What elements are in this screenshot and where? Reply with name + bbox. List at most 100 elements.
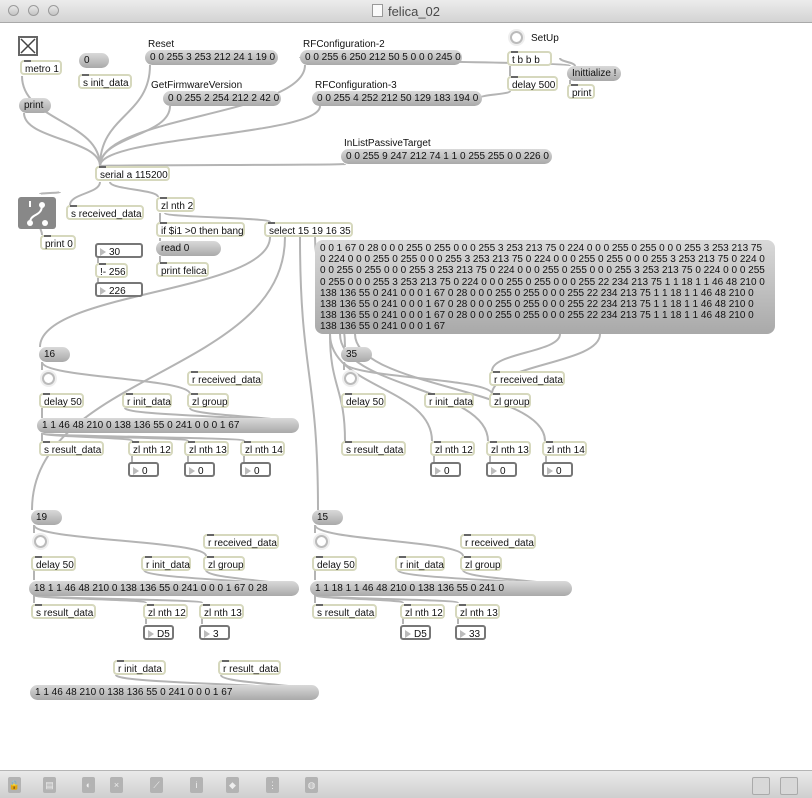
close-window-button[interactable] [8,5,19,16]
serial-object[interactable]: serial a 115200 [95,166,170,181]
receive-init-data-object[interactable]: r init_data [141,556,191,571]
receive-init-data-object[interactable]: r init_data [113,660,166,675]
receive-result-data-object[interactable]: r result_data [218,660,281,675]
receive-received-data-object[interactable]: r received_data [489,371,565,386]
delay-50-object[interactable]: delay 50 [39,393,84,408]
inlistpassivetarget-message[interactable]: 0 0 255 9 247 212 74 1 1 0 255 255 0 0 2… [341,149,552,164]
toggle[interactable] [18,36,38,56]
zl-group-object[interactable]: zl group [460,556,502,571]
send-result-data-object[interactable]: s result_data [39,441,104,456]
send-result-data-object[interactable]: s result_data [312,604,377,619]
send-init-data-object[interactable]: s init_data [78,74,132,89]
initialize-message[interactable]: Inittialize ! [567,66,621,81]
copy-icon[interactable]: ▤ [43,777,56,793]
split-vertical-icon[interactable] [780,777,798,795]
zl-nth-object[interactable]: zl nth 12 [128,441,173,456]
number-box[interactable]: 0 [240,462,271,477]
receive-init-data-object[interactable]: r init_data [122,393,172,408]
zl-nth-2-object[interactable]: zl nth 2 [156,197,195,212]
number-box[interactable]: 30 [95,243,143,258]
number-box[interactable]: D5 [143,625,174,640]
number-box[interactable]: 0 [128,462,159,477]
split-horizontal-icon[interactable] [752,777,770,795]
select-object[interactable]: select 15 19 16 35 [264,222,353,237]
delay-50-object[interactable]: delay 50 [312,556,357,571]
result-message[interactable]: 18 1 1 46 48 210 0 138 136 55 0 241 0 0 … [29,581,299,596]
zl-nth-object[interactable]: zl nth 13 [184,441,229,456]
zl-nth-object[interactable]: zl nth 13 [199,604,244,619]
section-tag-message[interactable]: 19 [31,510,62,525]
bang-button[interactable] [342,370,359,387]
send-result-data-object[interactable]: s result_data [31,604,96,619]
delete-icon[interactable]: × [110,777,123,793]
zl-group-object[interactable]: zl group [187,393,229,408]
read-0-message[interactable]: read 0 [156,241,221,256]
zl-group-object[interactable]: zl group [203,556,245,571]
zl-nth-object[interactable]: zl nth 14 [240,441,285,456]
delay-500-object[interactable]: delay 500 [507,76,558,91]
lock-icon[interactable]: 🔒 [8,777,21,793]
number-box[interactable]: 0 [430,462,461,477]
zoom-window-button[interactable] [48,5,59,16]
print-message[interactable]: print [19,98,51,113]
connect-icon[interactable]: ◆ [226,777,239,793]
section-tag-message[interactable]: 16 [39,347,70,362]
section-tag-message[interactable]: 15 [312,510,343,525]
rfconfiguration-2-message[interactable]: 0 0 255 6 250 212 50 5 0 0 0 245 0 [300,50,462,65]
zl-nth-object[interactable]: zl nth 12 [430,441,475,456]
rfconfiguration-2-comment: RFConfiguration-2 [303,39,385,50]
zl-nth-object[interactable]: zl nth 13 [486,441,531,456]
people-icon[interactable]: ◐ [82,777,95,793]
print-object[interactable]: print [567,84,595,99]
grid-icon[interactable]: ⋮ [266,777,279,793]
number-box[interactable]: 3 [199,625,230,640]
receive-received-data-object[interactable]: r received_data [460,534,536,549]
number-box[interactable]: 0 [184,462,215,477]
result-display-message[interactable]: 1 1 46 48 210 0 138 136 55 0 241 0 0 0 1… [30,685,319,700]
number-box[interactable]: 0 [486,462,517,477]
print-felica-object[interactable]: print felica [156,262,209,277]
section-tag-message[interactable]: 35 [341,347,372,362]
number-box[interactable]: 33 [455,625,486,640]
receive-received-data-object[interactable]: r received_data [187,371,263,386]
zl-nth-object[interactable]: zl nth 14 [542,441,587,456]
reset-message[interactable]: 0 0 255 3 253 212 24 1 19 0 [145,50,278,65]
metro-object[interactable]: metro 1 [20,60,62,75]
bang-button[interactable] [40,370,57,387]
send-result-data-object[interactable]: s result_data [341,441,406,456]
zl-nth-object[interactable]: zl nth 12 [400,604,445,619]
number-box[interactable]: 0 [542,462,573,477]
zl-nth-object[interactable]: zl nth 12 [143,604,188,619]
receive-init-data-object[interactable]: r init_data [424,393,474,408]
result-message[interactable]: 1 1 46 48 210 0 138 136 55 0 241 0 0 0 1… [37,418,299,433]
info-icon[interactable]: i [190,777,203,793]
palette-icon[interactable]: ◍ [305,777,318,793]
zl-group-object[interactable]: zl group [489,393,531,408]
firmware-version-message[interactable]: 0 0 255 2 254 212 2 42 0 [163,91,281,106]
gate-switch[interactable] [18,197,56,229]
received-data-message[interactable]: 0 0 1 67 0 28 0 0 0 255 0 255 0 0 0 255 … [315,240,775,334]
print-0-object[interactable]: print 0 [40,235,76,250]
bang-button[interactable] [313,533,330,550]
title-bar: felica_02 [0,0,812,23]
number-box[interactable]: D5 [400,625,431,640]
bang-button[interactable] [32,533,49,550]
trigger-object[interactable]: t b b b [507,51,552,66]
receive-init-data-object[interactable]: r init_data [395,556,445,571]
delay-50-object[interactable]: delay 50 [31,556,76,571]
zero-message[interactable]: 0 [79,53,109,68]
receive-received-data-object[interactable]: r received_data [203,534,279,549]
zl-nth-object[interactable]: zl nth 13 [455,604,500,619]
send-received-data-object[interactable]: s received_data [66,205,144,220]
number-box[interactable]: 226 [95,282,143,297]
document-icon [371,4,383,17]
reverse-subtract-object[interactable]: !- 256 [95,263,128,278]
minimize-window-button[interactable] [28,5,39,16]
delay-50-object[interactable]: delay 50 [341,393,386,408]
result-message[interactable]: 1 1 18 1 1 46 48 210 0 138 136 55 0 241 … [310,581,572,596]
presentation-icon[interactable]: ⟋ [150,777,163,793]
setup-bang-button[interactable] [508,29,525,46]
rfconfiguration-3-message[interactable]: 0 0 255 4 252 212 50 129 183 194 0 [312,91,482,106]
if-bang-object[interactable]: if $i1 >0 then bang [156,222,245,237]
